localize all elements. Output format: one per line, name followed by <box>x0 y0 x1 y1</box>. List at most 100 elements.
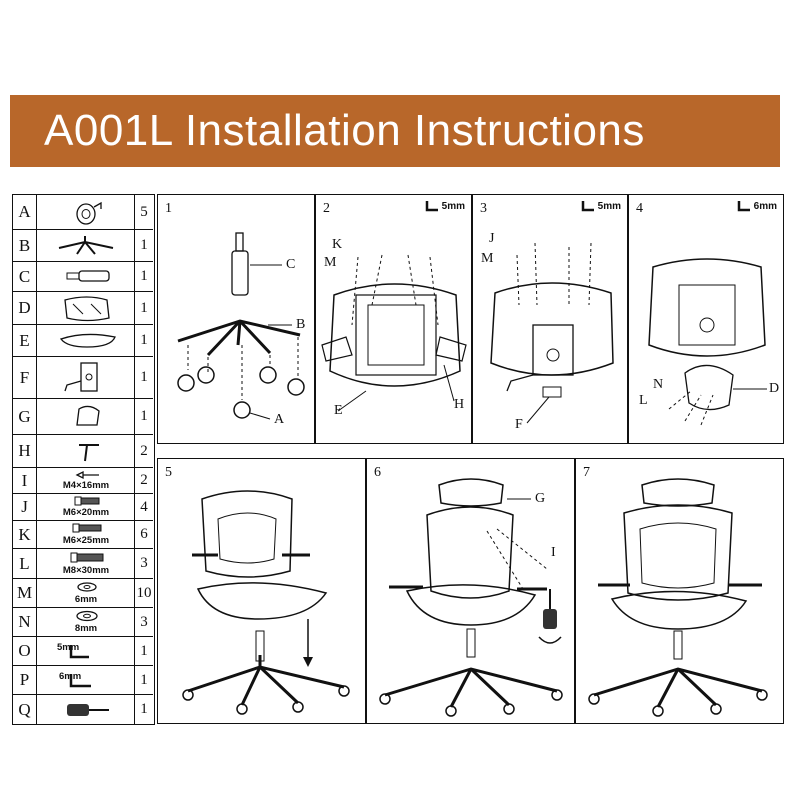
gas-cylinder-icon <box>37 262 135 291</box>
part-letter: G <box>13 399 37 434</box>
step-number: 1 <box>165 201 172 216</box>
seat-icon <box>37 292 135 324</box>
callout-label: M <box>481 251 494 266</box>
part-letter: Q <box>13 695 37 724</box>
headrest-install-drawing <box>379 478 563 717</box>
seat-underside-drawing <box>321 254 467 412</box>
star-base-icon <box>37 230 135 261</box>
screwdriver-icon <box>37 695 135 724</box>
part-letter: C <box>13 262 37 291</box>
callout-label: D <box>769 381 780 396</box>
title-banner: A001L Installation Instructions <box>10 95 780 167</box>
bolt-icon: M6×25mm <box>37 521 135 548</box>
callout-label: I <box>551 545 556 560</box>
part-qty: 1 <box>140 299 148 316</box>
tool-size: 5mm <box>441 200 465 212</box>
base-assembly-drawing <box>177 232 305 420</box>
callout-label: E <box>334 403 343 418</box>
allen-key-icon: 5mm <box>37 637 135 665</box>
screw-icon: M4×16mm <box>37 468 135 493</box>
washer-icon: 8mm <box>37 608 135 636</box>
part-qty: 5 <box>140 203 148 220</box>
part-row: I M4×16mm 2 <box>13 467 153 493</box>
part-row: K M6×25mm 6 <box>13 520 153 548</box>
part-spec: 5mm <box>57 642 80 653</box>
allen-key-icon: 5mm <box>424 199 465 213</box>
part-letter: B <box>13 230 37 261</box>
callout-label: L <box>639 393 648 408</box>
step-1-panel: 1 C B A <box>157 194 315 444</box>
page-title: A001L Installation Instructions <box>44 106 645 155</box>
part-letter: O <box>13 637 37 665</box>
part-row: D 1 <box>13 291 153 324</box>
part-letter: M <box>13 579 37 607</box>
part-spec: M6×25mm <box>62 535 110 546</box>
allen-key-icon: 5mm <box>580 199 621 213</box>
part-letter: K <box>13 521 37 548</box>
part-row: E 1 <box>13 324 153 356</box>
part-qty: 1 <box>140 332 148 348</box>
callout-label: M <box>324 255 337 270</box>
part-spec: M8×30mm <box>62 565 110 576</box>
step-4-panel: 4 6mm N L D <box>628 194 784 444</box>
part-letter: D <box>13 292 37 324</box>
part-qty: 3 <box>140 555 148 571</box>
step-number: 2 <box>323 201 330 216</box>
backrest-attach-drawing <box>648 258 767 426</box>
part-spec: 6mm <box>59 671 82 682</box>
part-qty: 10 <box>136 584 152 601</box>
tool-size: 6mm <box>753 200 777 212</box>
part-qty: 3 <box>140 613 148 630</box>
part-qty: 1 <box>140 268 148 284</box>
step-2-panel: 2 5mm K M E H <box>315 194 472 444</box>
part-qty: 2 <box>140 442 148 459</box>
part-qty: 4 <box>140 498 148 515</box>
part-qty: 1 <box>140 369 148 385</box>
finished-chair-drawing <box>588 478 768 717</box>
step-number: 6 <box>374 465 381 480</box>
part-spec: 6mm <box>74 594 98 605</box>
caster-wheel-icon <box>37 195 135 229</box>
allen-key-icon: 6mm <box>37 666 135 694</box>
step-5-panel: 5 <box>157 458 366 724</box>
part-letter: E <box>13 325 37 356</box>
callout-label: N <box>653 377 664 392</box>
step-number: 5 <box>165 465 172 480</box>
callout-label: G <box>535 491 546 506</box>
step-3-panel: 3 5mm J M F <box>472 194 628 444</box>
part-row: C 1 <box>13 261 153 291</box>
part-letter: P <box>13 666 37 694</box>
washer-icon: 6mm <box>37 579 135 607</box>
callout-label: C <box>286 257 296 272</box>
part-row: Q 1 <box>13 694 153 724</box>
step-number: 7 <box>583 465 590 480</box>
step-6-panel: 6 G I <box>366 458 575 724</box>
bolt-icon: M6×20mm <box>37 494 135 520</box>
callout-label: A <box>274 412 285 427</box>
allen-key-icon: 6mm <box>736 199 777 213</box>
callout-label: H <box>454 397 465 412</box>
part-row: J M6×20mm 4 <box>13 493 153 520</box>
part-row: F 1 <box>13 356 153 398</box>
part-spec: 8mm <box>74 623 98 634</box>
seat-pan-icon <box>37 325 135 356</box>
part-letter: N <box>13 608 37 636</box>
bracket-icon <box>37 435 135 467</box>
part-row: B 1 <box>13 229 153 261</box>
part-spec: M4×16mm <box>62 480 110 491</box>
part-row: L M8×30mm 3 <box>13 548 153 578</box>
callout-label: F <box>515 417 523 432</box>
mechanism-attach-drawing <box>490 242 614 424</box>
callout-label: J <box>489 231 495 246</box>
part-letter: F <box>13 357 37 398</box>
part-row: H 2 <box>13 434 153 467</box>
callout-label: K <box>332 237 343 252</box>
mechanism-icon <box>37 357 135 398</box>
part-qty: 6 <box>140 526 148 542</box>
part-row: O 5mm 1 <box>13 636 153 665</box>
step-number: 3 <box>480 201 487 216</box>
part-qty: 1 <box>140 701 148 717</box>
part-qty: 1 <box>140 237 148 253</box>
step-7-panel: 7 <box>575 458 784 724</box>
chair-base-insert-drawing <box>182 490 350 715</box>
